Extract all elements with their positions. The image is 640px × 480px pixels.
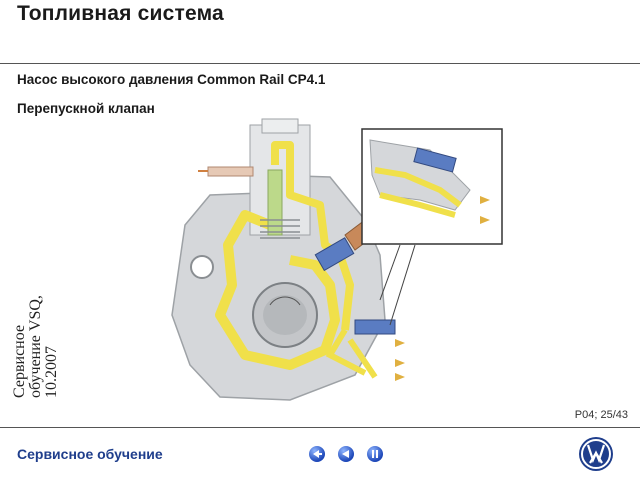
footer-divider: [0, 427, 640, 428]
side-caption-line: 10.2007: [43, 346, 60, 398]
bypass-valve: [314, 237, 355, 272]
pause-icon: [372, 450, 378, 458]
outlet-pipe: [207, 166, 254, 177]
vw-logo: [579, 437, 613, 471]
previous-icon: [342, 450, 349, 458]
footer-label: Сервисное обучение: [17, 446, 163, 462]
page-number: P04; 25/43: [574, 409, 628, 421]
previous-button[interactable]: [338, 446, 354, 462]
header-divider: [0, 63, 640, 64]
side-caption-line: обучение VSQ,: [27, 295, 44, 398]
slide-subtitle: Насос высокого давления Common Rail CP4.…: [17, 72, 326, 87]
side-caption-line: Сервисное: [11, 324, 28, 398]
fuel-channel: [271, 141, 354, 331]
back-start-button[interactable]: [309, 446, 325, 462]
mount-hole: [190, 255, 214, 279]
side-caption: Сервисное обучение VSQ, 10.2007: [11, 258, 72, 398]
pause-button[interactable]: [367, 446, 383, 462]
pump-diagram: [171, 118, 503, 401]
slide-subheading: Перепускной клапан: [17, 101, 155, 116]
page-title: Топливная система: [17, 2, 224, 25]
back-start-icon: [313, 450, 322, 458]
